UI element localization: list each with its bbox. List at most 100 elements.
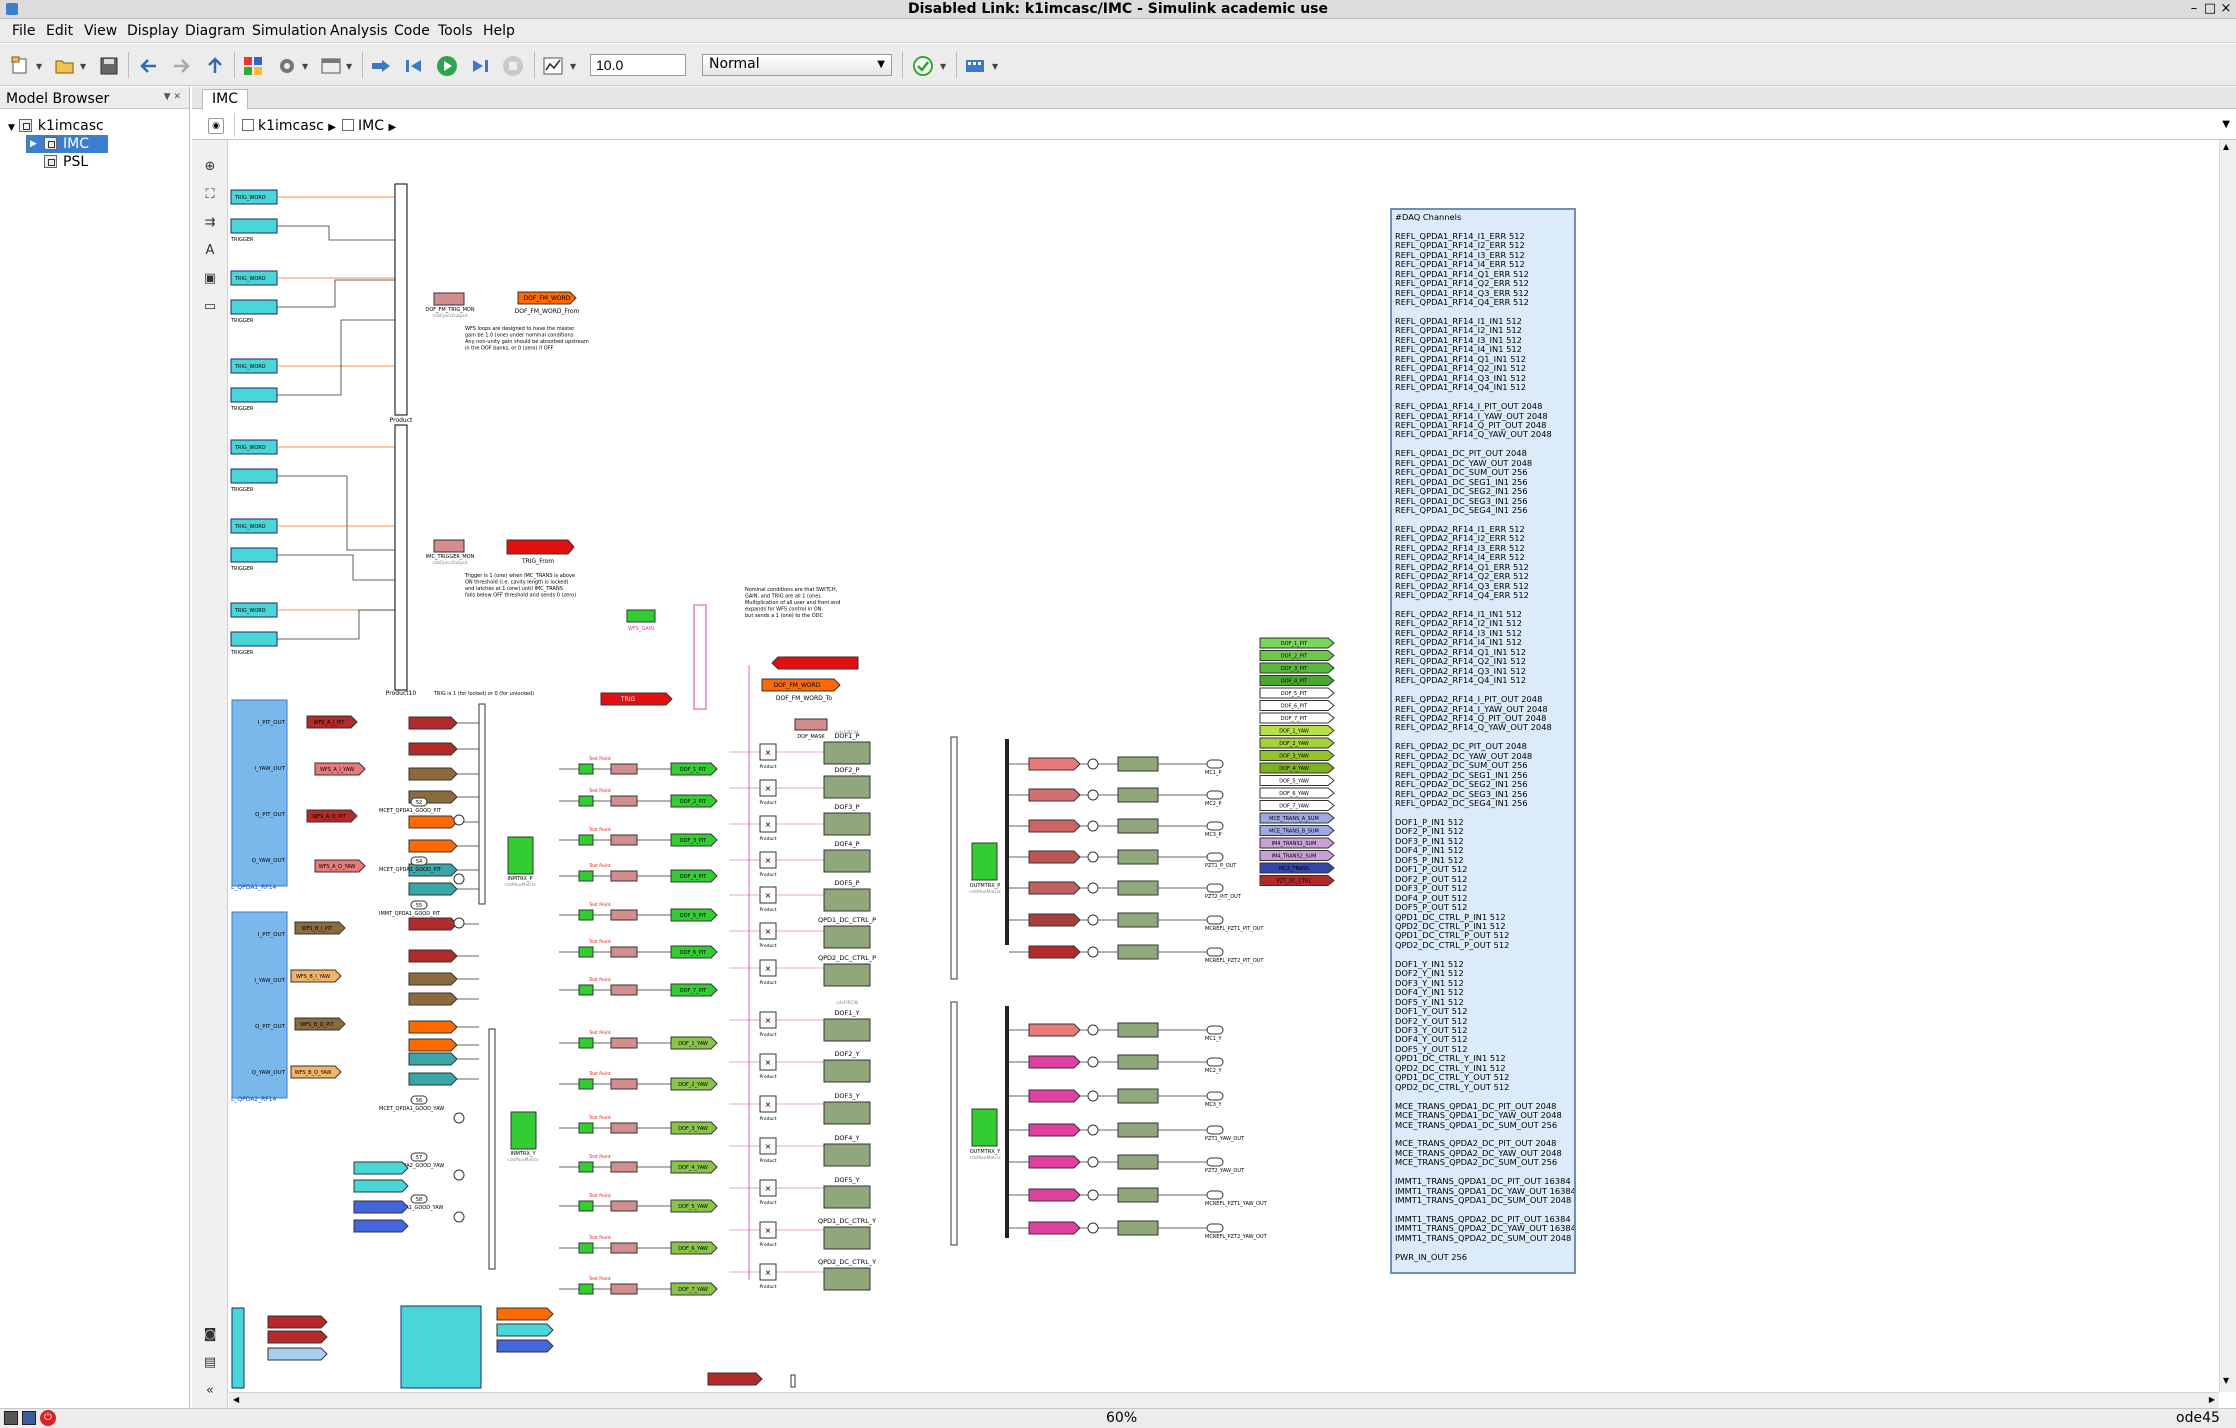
outport-block[interactable] xyxy=(1206,1223,1224,1233)
trigger-block[interactable] xyxy=(230,547,278,563)
sum-junction[interactable] xyxy=(453,1211,465,1223)
tree-item-imc[interactable]: ▶IMC xyxy=(26,135,108,153)
sum-junction[interactable] xyxy=(453,917,465,929)
filter-block[interactable] xyxy=(610,1037,638,1049)
right-goto-tag[interactable] xyxy=(1259,850,1335,861)
filter-block[interactable] xyxy=(610,946,638,958)
filter-module[interactable] xyxy=(823,775,871,799)
right-goto-tag[interactable] xyxy=(1259,800,1335,811)
library-browser-icon[interactable] xyxy=(240,53,264,77)
outmtrx-y-block[interactable] xyxy=(971,1108,998,1147)
dof-goto-tag[interactable] xyxy=(670,1036,718,1050)
wfs-goto-tag[interactable] xyxy=(294,921,346,935)
right-goto-tag[interactable] xyxy=(1259,837,1335,849)
explorer-dropdown-icon[interactable]: ▼ xyxy=(346,62,353,71)
annotation-icon[interactable]: A xyxy=(205,243,215,258)
gain-block[interactable] xyxy=(578,795,594,807)
expand-icon[interactable]: ▶ xyxy=(30,139,37,149)
sum-junction[interactable] xyxy=(453,873,465,885)
forward-icon[interactable] xyxy=(168,53,192,77)
up-icon[interactable] xyxy=(202,53,226,77)
filter-block[interactable] xyxy=(610,1122,638,1134)
menu-tools[interactable]: Tools xyxy=(438,23,473,39)
sum-junction[interactable] xyxy=(1087,1124,1099,1136)
output-filter-module[interactable] xyxy=(1117,756,1159,772)
from-block[interactable] xyxy=(408,815,458,829)
trigger-block[interactable] xyxy=(230,631,278,647)
sum-junction[interactable] xyxy=(1087,914,1099,926)
model-explorer-icon[interactable] xyxy=(318,53,342,77)
build-dropdown-icon[interactable]: ▼ xyxy=(992,62,999,71)
gain-block[interactable] xyxy=(578,984,594,996)
right-goto-tag[interactable] xyxy=(1259,725,1335,736)
output-filter-module[interactable] xyxy=(1117,849,1159,865)
power-icon[interactable]: ⏻ xyxy=(40,1410,56,1426)
trans-tag[interactable] xyxy=(496,1323,554,1337)
from-block[interactable] xyxy=(408,917,458,931)
sum-junction[interactable] xyxy=(1087,1056,1099,1068)
output-filter-module[interactable] xyxy=(1117,1054,1159,1070)
workspace-icon[interactable] xyxy=(22,1411,36,1425)
output-tag[interactable] xyxy=(1028,1123,1081,1137)
open-icon[interactable] xyxy=(52,53,76,77)
output-tag[interactable] xyxy=(1028,1221,1081,1235)
config-dropdown-icon[interactable]: ▼ xyxy=(302,62,309,71)
outport-block[interactable] xyxy=(1206,1157,1224,1167)
dof-goto-tag[interactable] xyxy=(670,908,718,922)
new-model-icon[interactable] xyxy=(8,53,32,77)
sum-junction[interactable] xyxy=(1087,1189,1099,1201)
imc-trigger-mon-block[interactable] xyxy=(433,539,465,553)
filter-block[interactable] xyxy=(610,1078,638,1090)
maximize-button[interactable]: □ xyxy=(2203,1,2217,16)
gain-block[interactable] xyxy=(578,909,594,921)
right-goto-tag[interactable] xyxy=(1259,687,1335,699)
back-icon[interactable] xyxy=(136,53,160,77)
filter-module[interactable] xyxy=(823,1018,871,1042)
output-tag[interactable] xyxy=(1028,1023,1081,1037)
output-tag[interactable] xyxy=(1028,1089,1081,1103)
gain-block[interactable] xyxy=(578,1122,594,1134)
outport-block[interactable] xyxy=(1206,1125,1224,1135)
gain-block[interactable] xyxy=(578,834,594,846)
filter-module[interactable] xyxy=(823,849,871,873)
filter-module[interactable] xyxy=(823,1185,871,1209)
gain-block[interactable] xyxy=(578,870,594,882)
output-filter-module[interactable] xyxy=(1117,880,1159,896)
trig-goto-tag[interactable] xyxy=(771,656,859,670)
from-block[interactable] xyxy=(408,742,458,756)
scroll-up-icon[interactable]: ▲ xyxy=(2223,142,2230,151)
gain-block[interactable] xyxy=(578,763,594,775)
build-icon[interactable] xyxy=(962,53,986,77)
filter-module[interactable] xyxy=(823,925,871,949)
fm-word-from-tag[interactable] xyxy=(517,291,577,305)
filter-module[interactable] xyxy=(823,1226,871,1250)
mux-block[interactable] xyxy=(693,604,707,710)
menu-analysis[interactable]: Analysis xyxy=(330,23,388,39)
output-tag[interactable] xyxy=(1028,819,1081,833)
output-filter-module[interactable] xyxy=(1117,1154,1159,1170)
filter-module[interactable] xyxy=(823,1101,871,1125)
filter-module[interactable] xyxy=(823,1059,871,1083)
dof-goto-tag[interactable] xyxy=(670,1199,718,1213)
output-filter-module[interactable] xyxy=(1117,944,1159,960)
minimize-button[interactable]: – xyxy=(2190,1,2198,16)
gain-block[interactable] xyxy=(578,1161,594,1173)
inmtrx-p-block[interactable] xyxy=(507,836,534,875)
check-dropdown-icon[interactable]: ▼ xyxy=(940,62,947,71)
from-block[interactable] xyxy=(408,1072,458,1086)
product10-block[interactable] xyxy=(394,424,408,691)
filter-module[interactable] xyxy=(823,1143,871,1167)
sum-junction[interactable] xyxy=(453,1169,465,1181)
refl-qpda1-rf14-block[interactable] xyxy=(231,699,288,887)
expand-icon[interactable]: ▼ xyxy=(8,123,15,133)
scroll-left-icon[interactable]: ◀ xyxy=(233,1395,240,1404)
trigger-block[interactable] xyxy=(230,387,278,403)
tab-imc[interactable]: IMC xyxy=(202,89,248,109)
trigger-block[interactable] xyxy=(230,218,278,234)
dof-fm-word-to-tag[interactable] xyxy=(761,678,841,692)
output-tag[interactable] xyxy=(1028,850,1081,864)
dof-goto-tag[interactable] xyxy=(670,983,718,997)
right-goto-tag[interactable] xyxy=(1259,662,1335,674)
trig-from-tag[interactable] xyxy=(506,539,575,555)
output-tag[interactable] xyxy=(1028,1055,1081,1069)
